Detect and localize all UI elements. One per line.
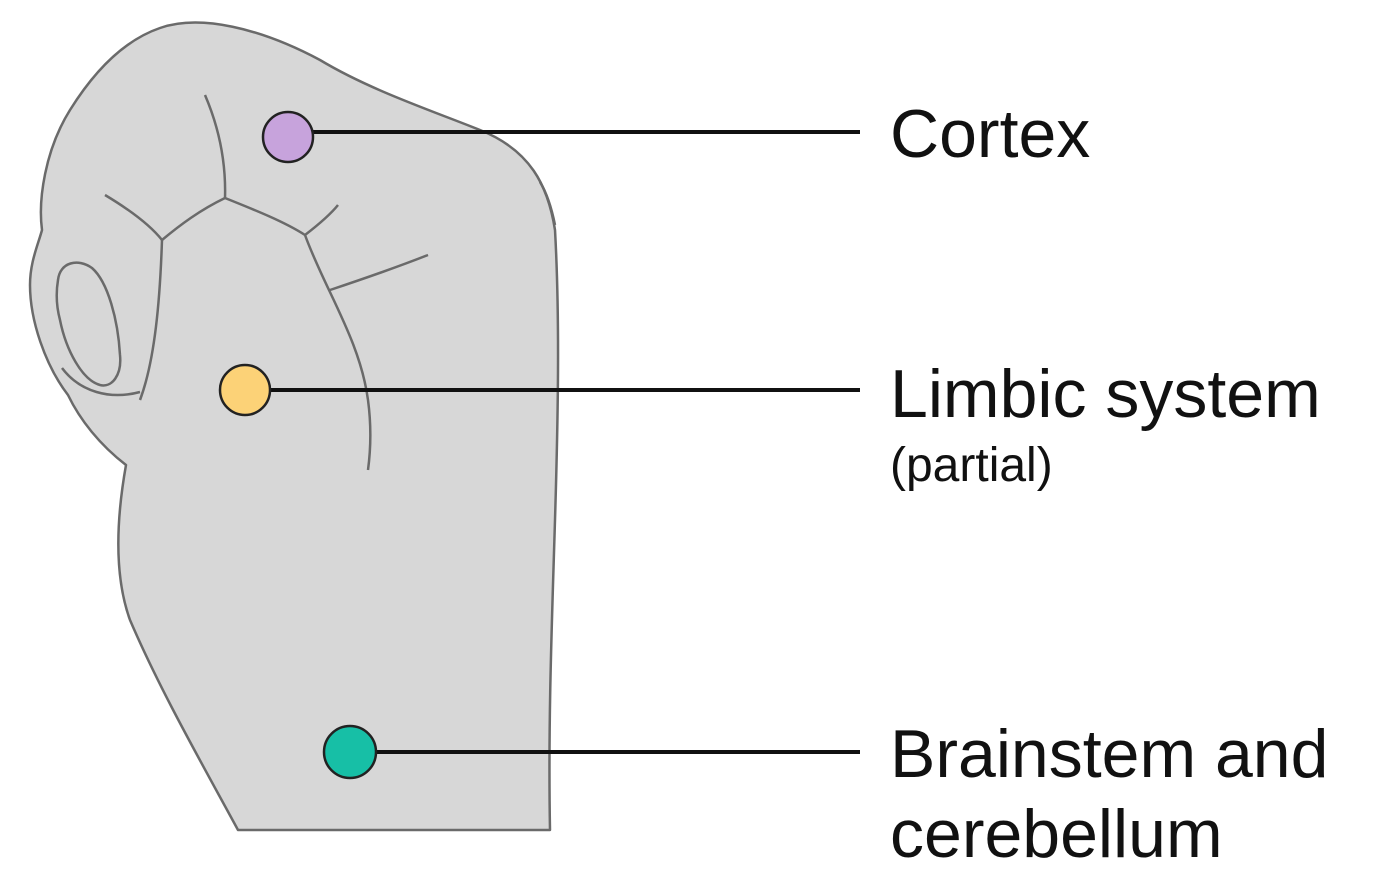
- limbic-system-label: Limbic system: [890, 360, 1321, 428]
- cortex-label: Cortex: [890, 100, 1090, 168]
- cortex-marker: [263, 112, 313, 162]
- brainstem-marker: [324, 726, 376, 778]
- limbic-marker: [220, 365, 270, 415]
- brainstem-label-line1: Brainstem and: [890, 720, 1328, 788]
- limbic-system-note: (partial): [890, 442, 1053, 490]
- brainstem-label-line2: cerebellum: [890, 800, 1223, 868]
